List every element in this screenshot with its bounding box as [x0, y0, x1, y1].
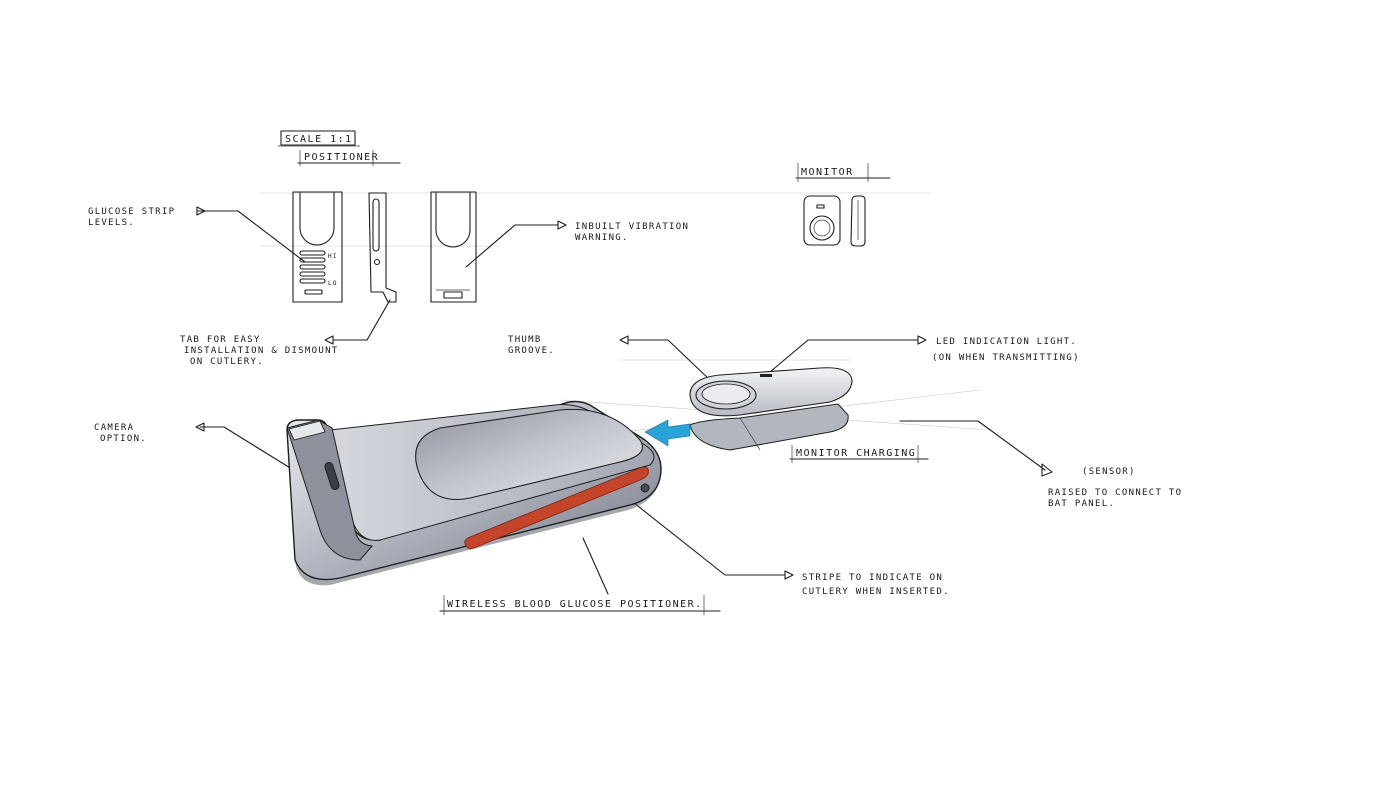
hi-mark: HI — [328, 253, 338, 260]
monitor-label: MONITOR — [801, 167, 854, 178]
insert-arrow-icon — [644, 419, 691, 447]
positioner-title: WIRELESS BLOOD GLUCOSE POSITIONER. — [439, 595, 721, 615]
svg-text:BAT PANEL.: BAT PANEL. — [1048, 499, 1115, 509]
annotation-led-indicator: LED INDICATION LIGHT. (ON WHEN TRANSMITT… — [932, 337, 1080, 363]
annotation-thumb-groove: THUMB GROOVE. — [508, 335, 555, 356]
positioner-view-header: POSITIONER — [297, 150, 401, 166]
svg-text:CAMERA: CAMERA — [94, 423, 134, 433]
svg-text:GROOVE.: GROOVE. — [508, 346, 555, 356]
svg-text:CUTLERY WHEN INSERTED.: CUTLERY WHEN INSERTED. — [802, 587, 950, 597]
monitor-side-view — [850, 195, 866, 247]
scale-header: SCALE 1:1 — [278, 130, 360, 147]
annotation-stripe: STRIPE TO INDICATE ON CUTLERY WHEN INSER… — [802, 573, 950, 597]
annotation-glucose-strip: GLUCOSE STRIP LEVELS. — [88, 207, 175, 228]
scale-label: SCALE 1:1 — [285, 134, 353, 145]
svg-text:LED INDICATION LIGHT.: LED INDICATION LIGHT. — [936, 337, 1077, 347]
monitor-charging-text: MONITOR CHARGING — [796, 448, 916, 459]
front-view: HI LO — [292, 191, 343, 303]
svg-text:THUMB: THUMB — [508, 335, 542, 345]
svg-text:INSTALLATION & DISMOUNT: INSTALLATION & DISMOUNT — [184, 346, 339, 356]
annotation-sensor: (SENSOR) RAISED TO CONNECT TO BAT PANEL. — [1048, 467, 1182, 509]
positioner-title-text: WIRELESS BLOOD GLUCOSE POSITIONER. — [447, 599, 703, 610]
annotation-camera-option: CAMERA OPTION. — [94, 423, 147, 444]
leader-lines — [195, 206, 1053, 595]
svg-text:INBUILT VIBRATION: INBUILT VIBRATION — [575, 222, 689, 232]
svg-text:WARNING.: WARNING. — [575, 233, 629, 243]
side-view — [368, 192, 397, 303]
red-indicator-stripe — [464, 466, 649, 550]
glucose-strip-levels-bars — [299, 250, 326, 295]
svg-text:LEVELS.: LEVELS. — [88, 218, 135, 228]
svg-text:TAB FOR EASY: TAB FOR EASY — [180, 335, 261, 345]
monitor-front-view — [803, 195, 841, 246]
lo-mark: LO — [328, 280, 338, 287]
annotation-tab: TAB FOR EASY INSTALLATION & DISMOUNT ON … — [180, 335, 339, 367]
annotation-inbuilt-vibration: INBUILT VIBRATION WARNING. — [575, 222, 689, 243]
svg-text:(SENSOR): (SENSOR) — [1082, 467, 1136, 477]
svg-text:GLUCOSE STRIP: GLUCOSE STRIP — [88, 207, 175, 217]
back-view — [430, 191, 477, 303]
svg-text:(ON WHEN TRANSMITTING): (ON WHEN TRANSMITTING) — [932, 353, 1080, 363]
svg-text:STRIPE TO INDICATE ON: STRIPE TO INDICATE ON — [802, 573, 943, 583]
svg-text:ON CUTLERY.: ON CUTLERY. — [190, 357, 264, 367]
view-label: POSITIONER — [304, 152, 379, 163]
svg-text:OPTION.: OPTION. — [100, 434, 147, 444]
positioner-render — [286, 400, 662, 586]
monitor-charging-label: MONITOR CHARGING — [789, 445, 929, 463]
svg-text:RAISED TO CONNECT TO: RAISED TO CONNECT TO — [1048, 488, 1182, 498]
monitor-render — [644, 367, 853, 451]
monitor-header: MONITOR — [795, 163, 891, 182]
